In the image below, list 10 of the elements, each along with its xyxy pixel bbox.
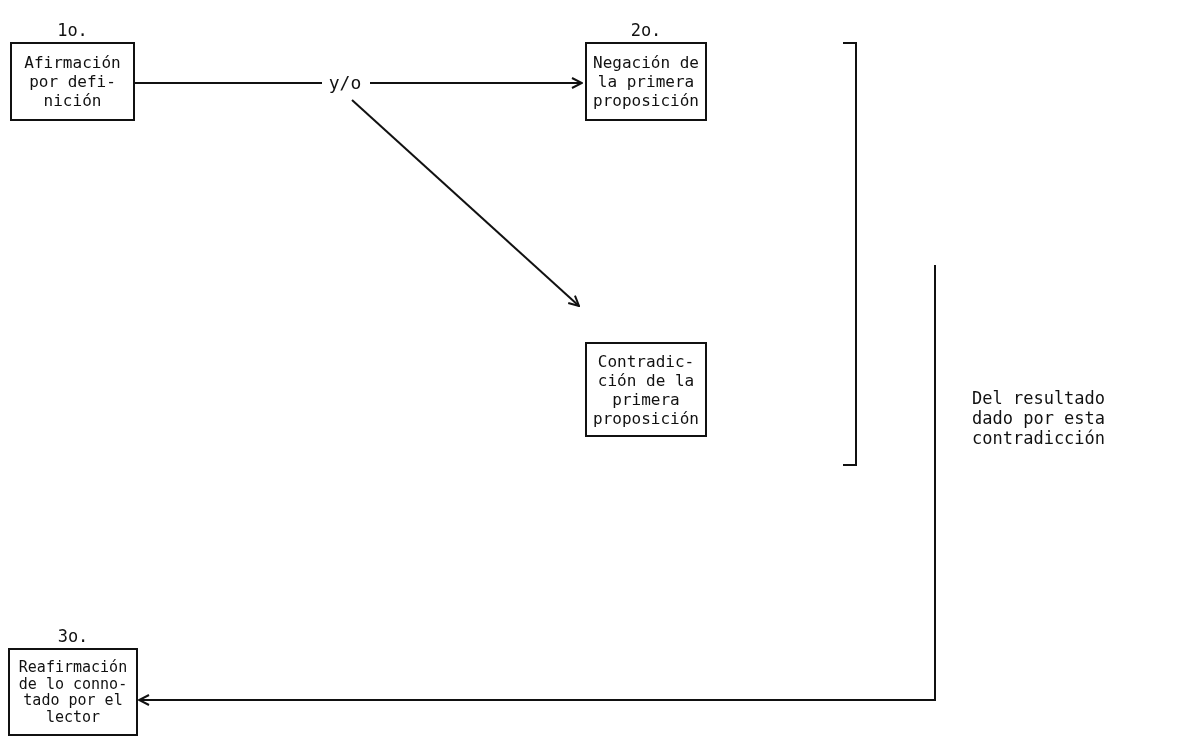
process-box: Afirmación por defi- nición [10, 42, 135, 121]
arrow [369, 77, 583, 89]
process-box: Contradic- ción de la primera proposición [585, 342, 707, 437]
process-box: Reafirmación de lo conno- tado por el lector [8, 648, 138, 736]
step-number: 1o. [56, 20, 89, 40]
step-number: 3o. [56, 626, 90, 646]
step-number: 2o. [629, 20, 663, 40]
arrow [351, 99, 580, 307]
process-box: Negación de la primera proposición [585, 42, 707, 121]
arrow [138, 264, 936, 706]
